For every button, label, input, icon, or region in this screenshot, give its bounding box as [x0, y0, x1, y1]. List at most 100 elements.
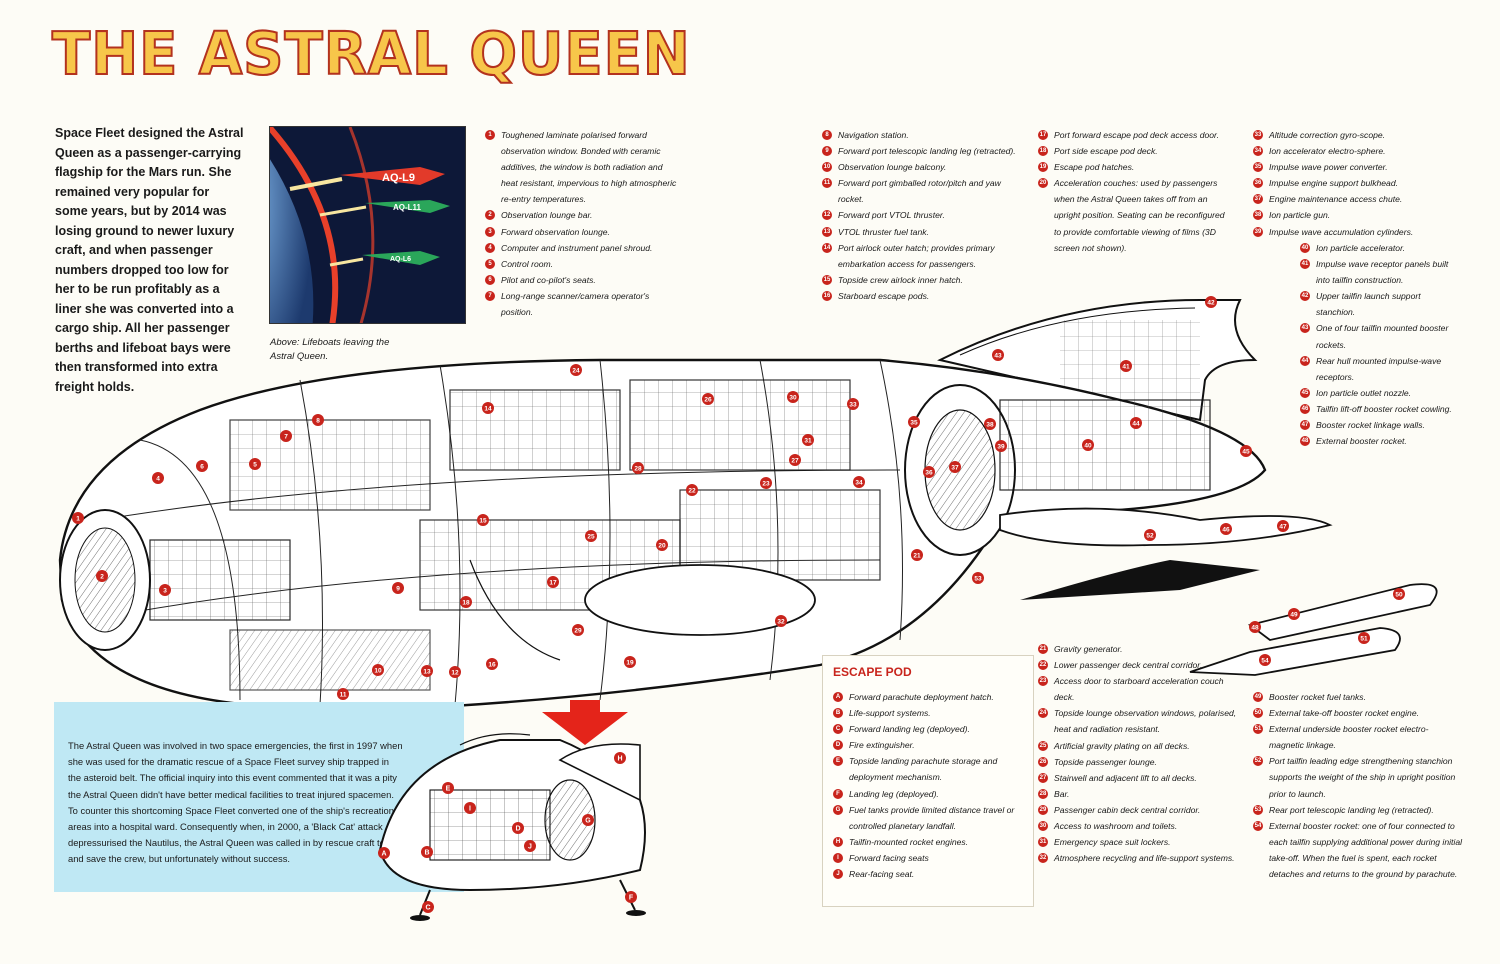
svg-text:18: 18	[462, 600, 470, 607]
legend-number-badge: 9	[822, 146, 832, 157]
svg-text:52: 52	[1146, 533, 1154, 540]
legend-number-badge: 19	[1038, 162, 1048, 173]
svg-text:34: 34	[855, 480, 863, 487]
legend-number-badge: 5	[485, 258, 495, 269]
legend-text: Atmosphere recycling and life-support sy…	[1054, 853, 1235, 864]
legend-number-badge: 20	[1038, 178, 1048, 189]
callout-marker: 12	[449, 666, 461, 678]
svg-text:35: 35	[910, 420, 918, 427]
legend-number-badge: 44	[1300, 355, 1310, 366]
legend-text: Emergency space suit lockers.	[1054, 837, 1171, 848]
legend-number-badge: 48	[1300, 436, 1310, 447]
callout-marker: 38	[984, 418, 996, 430]
callout-marker: 34	[853, 476, 865, 488]
callout-marker: 7	[280, 430, 292, 442]
legend-number-badge: 54	[1253, 820, 1263, 831]
legend-number-badge: 35	[1253, 162, 1263, 173]
callout-marker: 2	[96, 570, 108, 582]
svg-text:36: 36	[925, 470, 933, 477]
legend-text: Port tailfin leading edge strengthening …	[1269, 756, 1456, 799]
legend-number-badge: 27	[1038, 772, 1048, 783]
svg-text:31: 31	[804, 438, 812, 445]
legend-number-badge: 25	[1038, 740, 1048, 751]
legend-text: Impulse wave receptor panels built into …	[1316, 259, 1449, 286]
callout-marker: 52	[1144, 529, 1156, 541]
svg-text:10: 10	[374, 668, 382, 675]
pod-callout-marker: C	[422, 901, 434, 913]
legend-number-badge: 51	[1253, 724, 1263, 735]
legend-text: Impulse engine support bulkhead.	[1269, 178, 1398, 189]
legend-text: Access door to starboard acceleration co…	[1054, 676, 1224, 703]
svg-text:G: G	[585, 818, 591, 825]
svg-text:38: 38	[986, 422, 994, 429]
pod-callout-marker: J	[524, 840, 536, 852]
callout-marker: 10	[372, 664, 384, 676]
svg-text:23: 23	[762, 481, 770, 488]
legend-text: Tailfin-mounted rocket engines.	[849, 836, 969, 847]
svg-text:33: 33	[849, 402, 857, 409]
svg-text:49: 49	[1290, 612, 1298, 619]
legend-text: Rear-facing seat.	[849, 869, 915, 880]
legend-number-badge: J	[833, 869, 843, 880]
svg-text:9: 9	[396, 586, 400, 593]
svg-text:15: 15	[479, 518, 487, 525]
callout-marker: 26	[702, 393, 714, 405]
legend-text: Bar.	[1054, 788, 1070, 799]
legend-text: Forward facing seats	[849, 852, 929, 863]
svg-text:26: 26	[704, 397, 712, 404]
svg-text:19: 19	[626, 660, 634, 667]
legend-number-badge: 30	[1038, 821, 1048, 832]
legend-number-badge: I	[833, 852, 843, 863]
legend-number-badge: 7	[485, 290, 495, 301]
legend-number-badge: 45	[1300, 387, 1310, 398]
callout-marker: 1	[72, 512, 84, 524]
legend-text: Long-range scanner/camera operator's pos…	[501, 290, 650, 318]
intro-text: Space Fleet designed the Astral Queen as…	[55, 126, 244, 394]
legend-number-badge: 16	[822, 290, 832, 301]
legend-number-badge: 34	[1253, 146, 1263, 157]
legend-number-badge: 43	[1300, 323, 1310, 334]
legend-number-badge: 6	[485, 274, 495, 285]
svg-text:53: 53	[974, 576, 982, 583]
legend-text: Passenger cabin deck central corridor.	[1054, 804, 1201, 815]
callout-marker: 20	[656, 539, 668, 551]
legend-item: J Rear-facing seat.	[833, 866, 1028, 882]
callout-marker: 30	[787, 391, 799, 403]
legend-text: Upper tailfin launch support stanchion.	[1316, 291, 1421, 318]
legend-number-badge: 12	[822, 210, 832, 221]
svg-text:21: 21	[913, 553, 921, 560]
callout-marker: 4	[152, 472, 164, 484]
callout-marker: 39	[995, 440, 1007, 452]
callout-marker: 11	[337, 688, 349, 700]
legend-text: Impulse wave accumulation cylinders.	[1269, 226, 1414, 237]
legend-text: Forward parachute deployment hatch.	[849, 692, 994, 702]
legend-text: Tailfin lift-off booster rocket cowling.	[1316, 403, 1452, 414]
escape-pod-panel	[822, 655, 1034, 907]
callout-marker: 17	[547, 576, 559, 588]
